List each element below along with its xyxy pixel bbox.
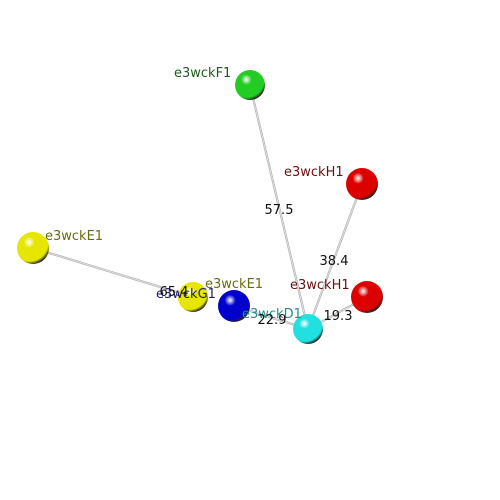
atom-F1[interactable] [235,70,265,100]
atom-H1a[interactable] [346,168,378,200]
distance-label: 19.3 [324,309,353,324]
atom-G1[interactable] [178,282,208,312]
atom-label-H1b: e3wckH1 [290,278,350,293]
distance-label: 22.9 [258,313,287,328]
atom-label-E1b: e3wckE1 [205,277,263,292]
distance-label: 38.4 [320,254,349,269]
bond-highlight [307,183,363,330]
atom-label-F1: e3wckF1 [174,66,231,81]
bond-highlight [249,84,309,330]
atom-D1[interactable] [293,314,323,344]
distance-label: 57.5 [265,203,294,218]
bond-highlight [32,247,194,298]
atom-label-E1a: e3wckE1 [45,229,103,244]
atom-label-H1a: e3wckH1 [284,165,344,180]
atoms-layer [17,70,383,344]
atom-H1b[interactable] [351,281,383,313]
atom-E1b[interactable] [218,290,250,322]
distance-label: 65.4 [160,285,189,300]
atom-E1a[interactable] [17,232,49,264]
atom-label-G1: e3wckG1 [156,287,216,302]
atom-label-D1: e3wckD1 [242,307,302,322]
